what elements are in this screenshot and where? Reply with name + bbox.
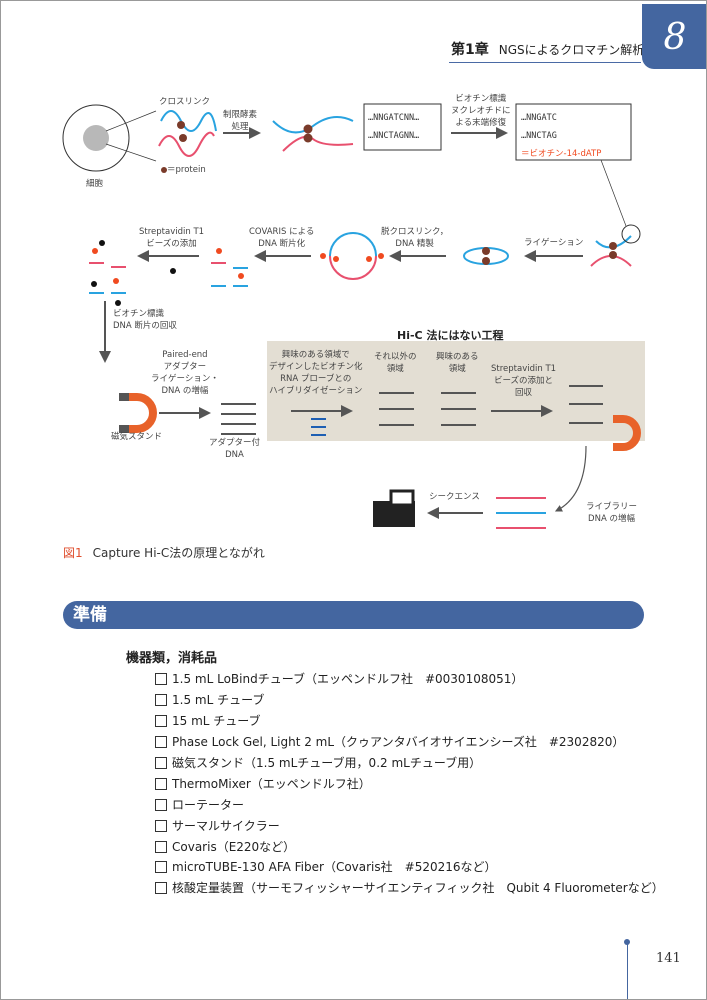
checkbox[interactable] [155,736,167,749]
checkbox[interactable] [155,673,167,686]
cell-icon [62,104,130,172]
label-ligation: ライゲーション [524,238,584,248]
header-rule [449,62,641,63]
checkbox[interactable] [155,777,167,790]
sequence-box-1: …NNGATCNN……NNCTAGNN… [368,113,420,141]
list-item: Covaris（E220など） [155,836,664,857]
list-item: Phase Lock Gel, Light 2 mL（クゥアンタバイオサイエンシ… [155,732,664,753]
figure-diagram [62,103,645,529]
equipment-heading: 機器類，消耗品 [126,651,218,666]
label-cell: 細胞 [86,179,104,189]
list-item: 核酸定量装置（サーモフィッシャーサイエンティフィック社 Qubit 4 Fluo… [155,878,664,899]
chapter-tab: 8 [642,4,706,69]
chapter-label: 第1章 [451,42,489,58]
label-biotin-legend: ＝ビオチン-14-dATP [521,149,602,159]
equipment-list: 1.5 mL LoBindチューブ（エッペンドルフ社 #0030108051） … [155,669,664,899]
checkbox[interactable] [155,861,167,874]
hic-only-title: Hi-C 法にはない工程 [397,329,504,342]
checkbox[interactable] [155,757,167,769]
chapter-title: NGSによるクロマチン解析 [498,43,645,57]
list-item: サーマルサイクラー [155,815,664,836]
label-sequence: シークエンス [429,492,480,502]
label-interest-region: 興味のある領域 [436,352,479,374]
label-decrosslink: 脱クロスリンク，DNA 精製 [381,227,449,249]
checkbox[interactable] [155,882,167,895]
checkbox[interactable] [155,715,167,728]
list-item: 1.5 mL チューブ [155,690,664,711]
checkbox[interactable] [155,798,167,811]
list-item: 15 mL チューブ [155,711,664,732]
checkbox[interactable] [155,840,167,853]
list-item: microTUBE-130 AFA Fiber（Covaris社 #520216… [155,857,664,878]
checkbox[interactable] [155,694,167,707]
chapter-header: 第1章 NGSによるクロマチン解析 [451,39,644,59]
list-item: ThermoMixer（エッペンドルフ社） [155,773,664,794]
page-marker-line [627,943,628,999]
label-magnet-stand: 磁気スタンド [111,432,163,442]
magnet-icon [119,393,157,433]
label-protein: ＝protein [167,165,206,175]
list-item: 1.5 mL LoBindチューブ（エッペンドルフ社 #0030108051） [155,669,664,690]
section-header: 準備 [63,601,644,629]
label-other-region: それ以外の領域 [374,352,417,374]
page-number: 141 [656,951,681,966]
sequencer-icon [373,489,415,527]
list-item: ローテーター [155,794,664,815]
list-item: 磁気スタンド（1.5 mLチューブ用，0.2 mLチューブ用） [155,753,664,774]
sequence-box-2: …NNGATC…NNCTAG [521,113,557,141]
label-biotin-fill: ビオチン標識ヌクレオチドによる末端修復 [451,94,511,128]
label-restriction: 制限酵素処理 [223,110,258,132]
checkbox[interactable] [155,819,167,832]
label-crosslink: クロスリンク [159,97,211,107]
page-marker-dot [624,939,630,945]
